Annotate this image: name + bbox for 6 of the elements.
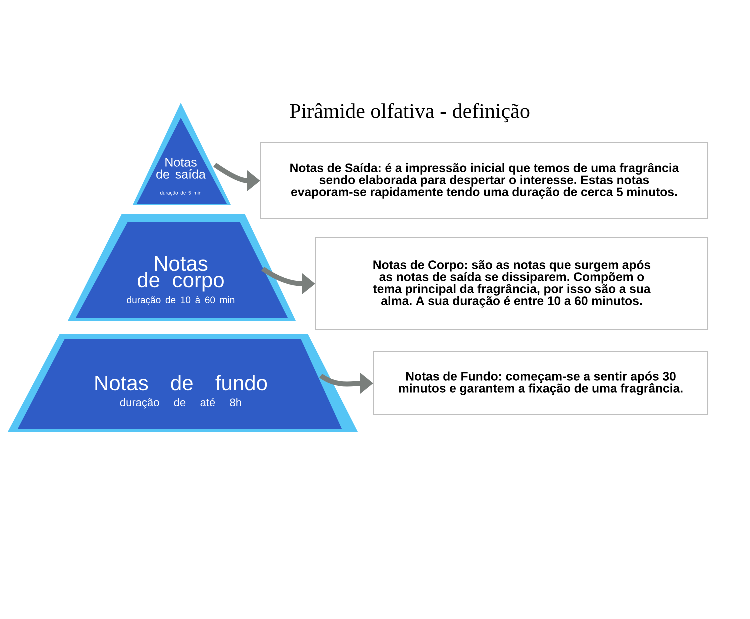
text-box: Notas de Saída: é a impressão inicial que temos de uma fragrância sendo elaborada para despertar o interesse. Estas notas evaporam-se rapidamente tendo uma duração de cerca 5 minutos. [260,142,708,220]
title: Pirâmide olfativa - definição [290,103,530,123]
text-box: Notas de Fundo: começam-se a sentir após 30 minutos e garantem a fixação de uma fragrância. [374,352,708,416]
pyramid-tier: Notas de corpo duração de 10 à 60 min [68,214,296,321]
pyramid-tier: Notas de fundo duração de até 8h [8,334,358,432]
text-box: Notas de Corpo: são as notas que surgem após as notas de saída se dissiparem. Compõem o tema principal da fragrância, por isso são a sua alma. A sua duração é entre 10 a 60 minutos. [316,238,708,330]
